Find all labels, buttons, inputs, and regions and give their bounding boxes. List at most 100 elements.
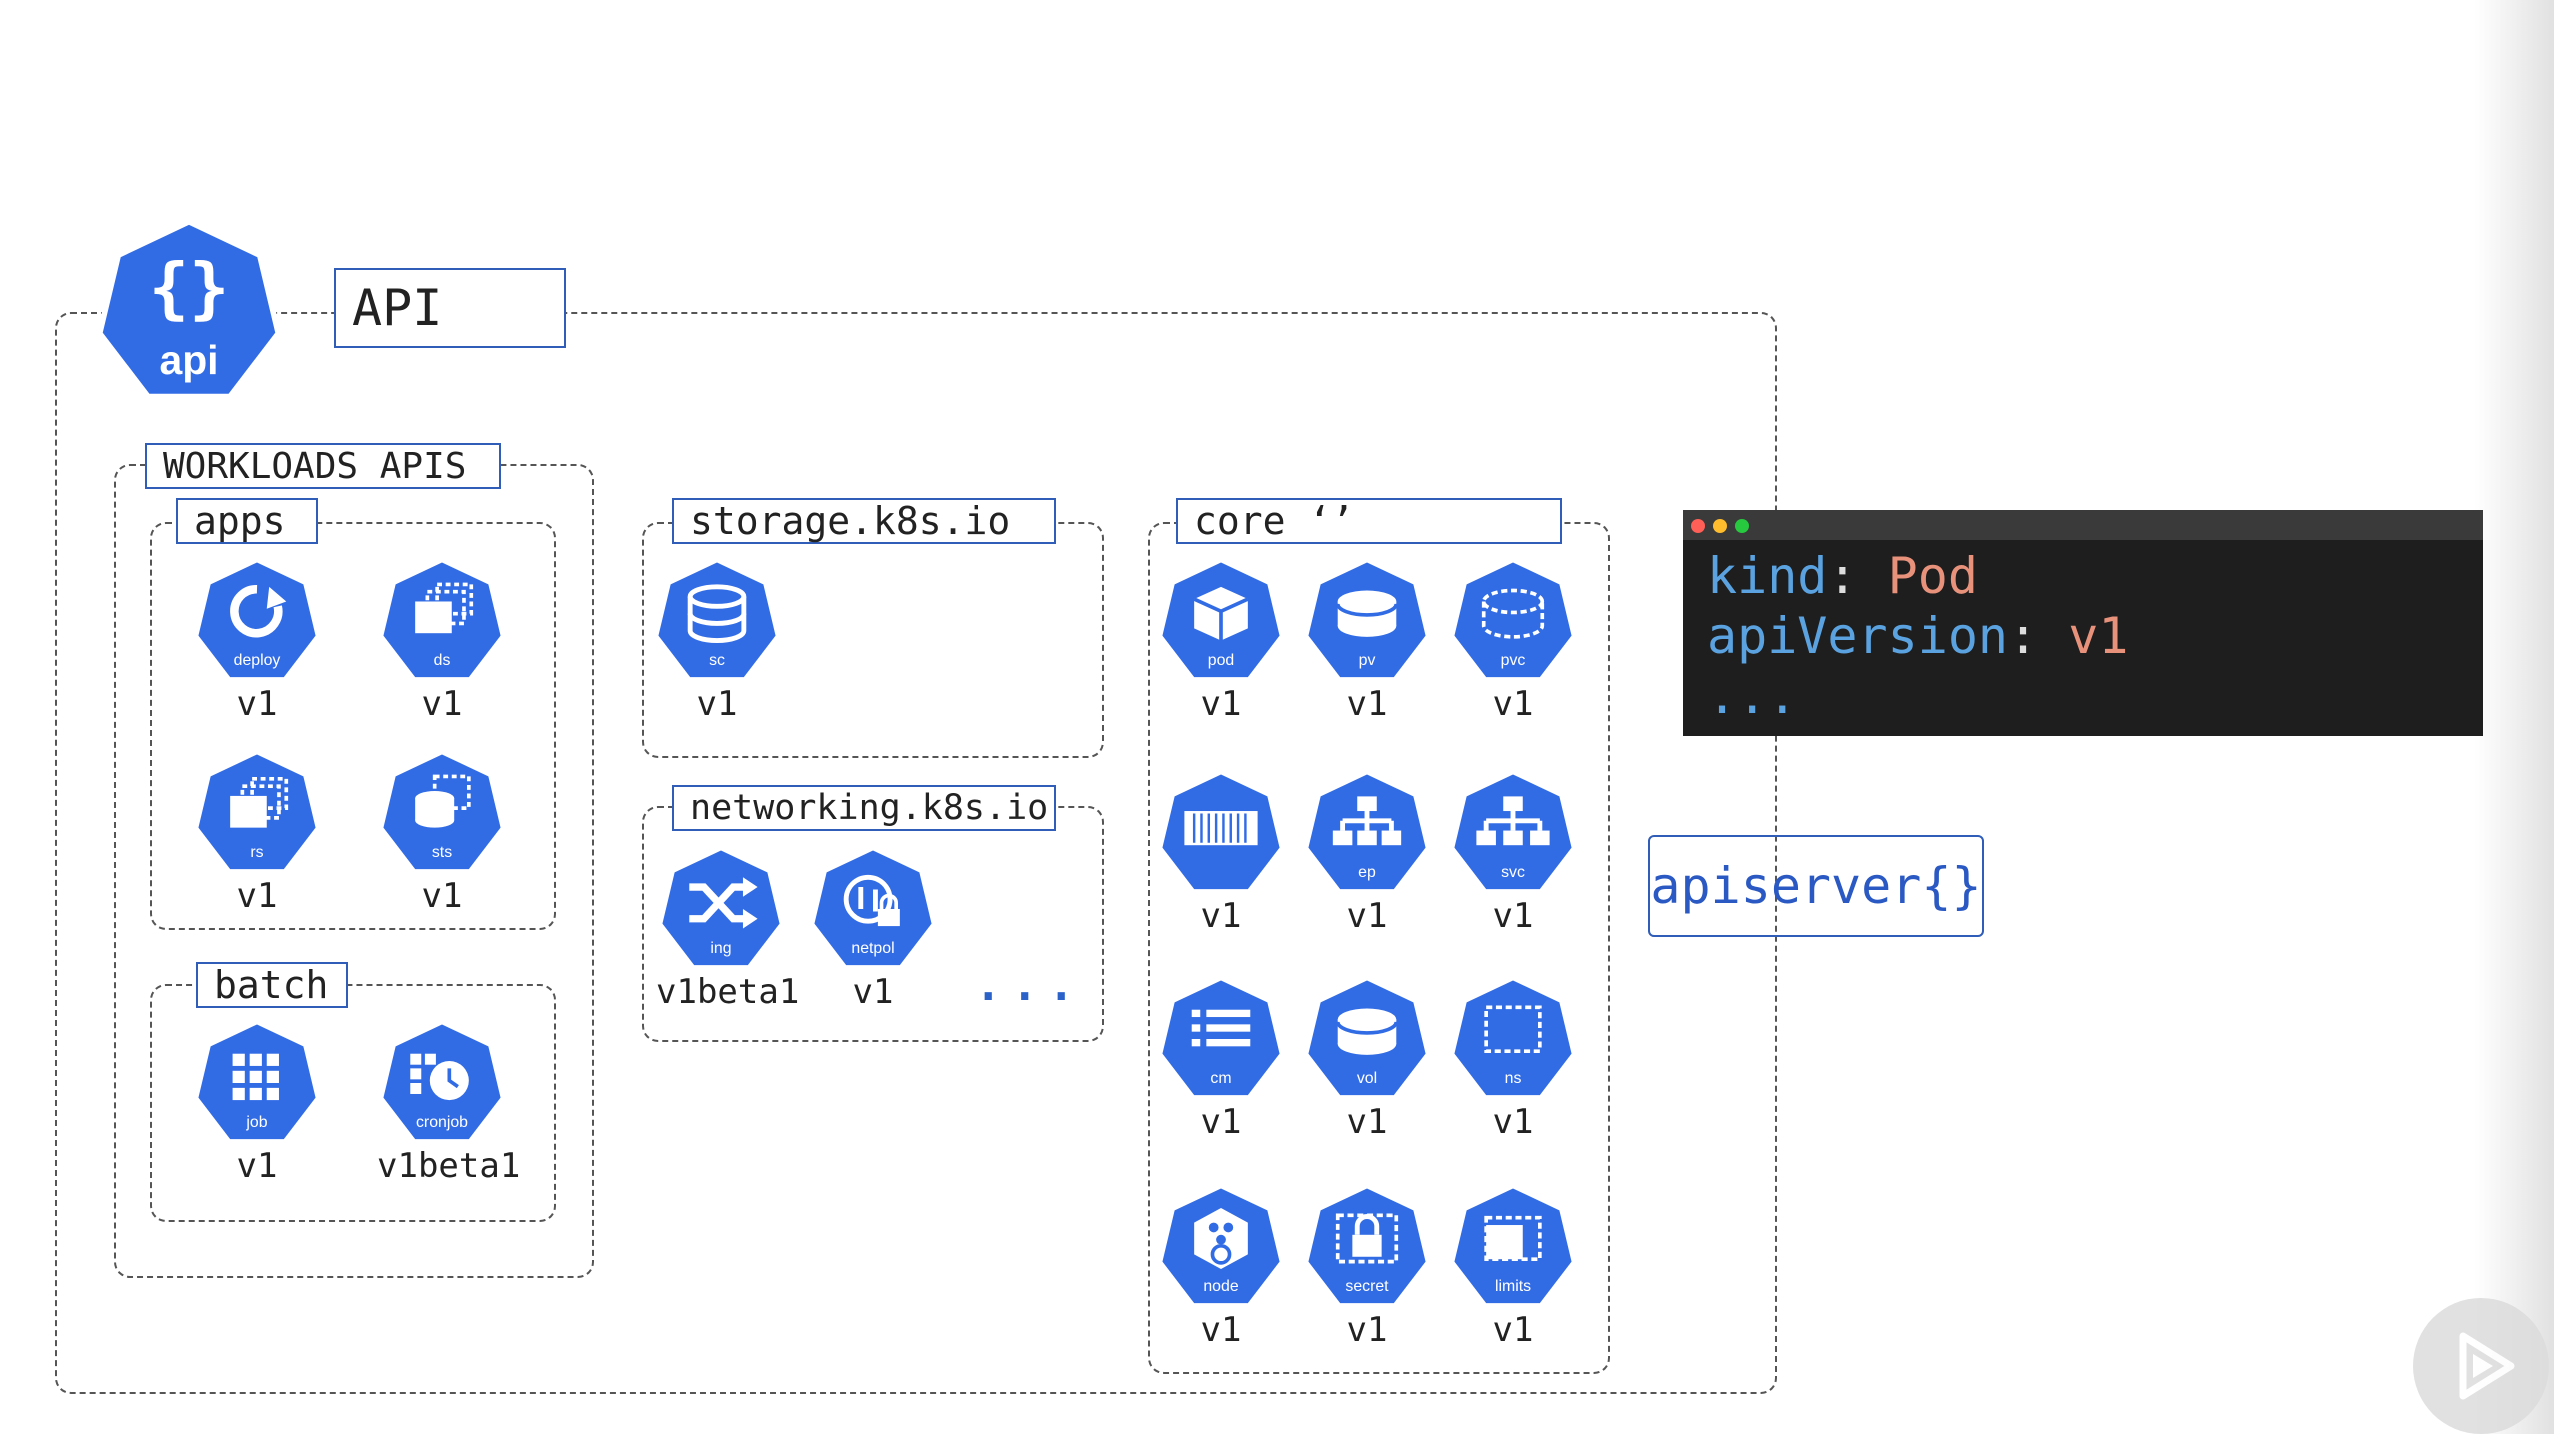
resource-version: v1beta1	[656, 972, 800, 1012]
core-item-vol: vol v1	[1302, 978, 1432, 1142]
core-item-limits: limits v1	[1448, 1186, 1578, 1350]
resource-abbr: pv	[1359, 652, 1376, 669]
networking-more: ...	[975, 960, 1085, 1011]
yaml-line-kind: kind: Pod	[1707, 547, 1978, 605]
resource-abbr: cm	[1210, 1070, 1231, 1087]
endpoints-icon: ep	[1308, 774, 1426, 890]
yaml-line-apiversion: apiVersion: v1	[1707, 607, 2129, 665]
terminal-titlebar	[1683, 510, 2483, 540]
job-icon: job	[198, 1024, 316, 1140]
resource-abbr: vol	[1357, 1070, 1377, 1087]
secret-icon: secret	[1308, 1188, 1426, 1304]
ingress-icon: ing	[662, 850, 780, 966]
resource-version: v1	[1346, 684, 1388, 724]
svg-text:{}: {}	[149, 249, 230, 327]
svg-text:api: api	[159, 337, 218, 383]
deploy-icon: deploy	[198, 562, 316, 678]
core-item-node: node v1	[1156, 1186, 1286, 1350]
apps-title: apps	[176, 498, 318, 544]
resource-version: v1	[236, 684, 278, 724]
terminal-minimize-dot	[1713, 519, 1727, 533]
networking-item-netpol: netpol v1	[808, 848, 938, 1012]
node-icon: node	[1162, 1188, 1280, 1304]
apps-group	[150, 522, 556, 930]
resource-abbr: cronjob	[416, 1114, 468, 1131]
resource-version: v1	[421, 876, 463, 916]
resource-abbr: secret	[1345, 1278, 1389, 1295]
resource-abbr: svc	[1501, 864, 1525, 881]
terminal-maximize-dot	[1735, 519, 1749, 533]
storageclass-icon: sc	[658, 562, 776, 678]
resource-version: v1beta1	[377, 1146, 521, 1186]
resource-abbr: job	[245, 1114, 267, 1131]
limitrange-icon: limits	[1454, 1188, 1572, 1304]
resource-abbr: rs	[250, 844, 263, 861]
apps-item-sts: sts v1	[377, 752, 507, 916]
terminal-body: kind: Pod apiVersion: v1 ...	[1683, 540, 2483, 726]
core-item-pvc: pvc v1	[1448, 560, 1578, 724]
api-container	[55, 312, 1777, 1394]
core-item-pv: pv v1	[1302, 560, 1432, 724]
resource-version: v1	[1492, 1310, 1534, 1350]
workloads-title: WORKLOADS APIS	[145, 443, 501, 489]
resource-version: v1	[1200, 1102, 1242, 1142]
resource-abbr: deploy	[234, 652, 281, 669]
apiserver-label: apiserver{}	[1648, 835, 1984, 937]
replicaset-icon: rs	[198, 754, 316, 870]
resource-abbr: ep	[1358, 864, 1376, 881]
batch-item-cronjob: cronjob v1beta1	[377, 1022, 521, 1186]
core-item-pod: pod v1	[1156, 560, 1286, 724]
pod-icon: pod	[1162, 562, 1280, 678]
resource-version: v1	[1200, 684, 1242, 724]
resource-abbr: netpol	[851, 940, 894, 957]
core-item-cm: cm v1	[1156, 978, 1286, 1142]
daemonset-icon: ds	[383, 562, 501, 678]
configmap-icon: cm	[1162, 980, 1280, 1096]
networking-title: networking.k8s.io	[672, 785, 1056, 831]
resource-version: v1	[1346, 1310, 1388, 1350]
apps-item-ds: ds v1	[377, 560, 507, 724]
resource-abbr: sts	[432, 844, 452, 861]
storage-title: storage.k8s.io	[672, 498, 1056, 544]
statefulset-icon: sts	[383, 754, 501, 870]
batch-group	[150, 984, 556, 1222]
resource-version: v1	[1346, 896, 1388, 936]
resource-version: v1	[696, 684, 738, 724]
right-edge-shadow	[2474, 0, 2554, 1434]
container-icon	[1162, 774, 1280, 890]
resource-abbr: limits	[1495, 1278, 1531, 1295]
resource-version: v1	[236, 876, 278, 916]
apps-item-deploy: deploy v1	[192, 560, 322, 724]
resource-abbr: ns	[1505, 1070, 1522, 1087]
resource-abbr: node	[1203, 1278, 1238, 1295]
resource-version: v1	[1492, 1102, 1534, 1142]
resource-version: v1	[1346, 1102, 1388, 1142]
resource-abbr: pvc	[1501, 652, 1526, 669]
yaml-terminal: kind: Pod apiVersion: v1 ...	[1683, 510, 2483, 736]
batch-title: batch	[196, 962, 348, 1008]
resource-abbr: ds	[434, 652, 451, 669]
api-title: API	[334, 268, 566, 348]
resource-abbr: pod	[1208, 652, 1234, 669]
networking-item-ing: ing v1beta1	[656, 848, 800, 1012]
service-icon: svc	[1454, 774, 1572, 890]
persistentvolume-icon: pv	[1308, 562, 1426, 678]
core-item-ns: ns v1	[1448, 978, 1578, 1142]
core-item-secret: secret v1	[1302, 1186, 1432, 1350]
cronjob-icon: cronjob	[383, 1024, 501, 1140]
resource-version: v1	[421, 684, 463, 724]
resource-version: v1	[1200, 896, 1242, 936]
resource-version: v1	[852, 972, 894, 1012]
namespace-icon: ns	[1454, 980, 1572, 1096]
core-title: core ‘’	[1176, 498, 1562, 544]
core-item-container: v1	[1156, 772, 1286, 936]
storage-item-sc: sc v1	[652, 560, 782, 724]
resource-abbr: sc	[709, 652, 725, 669]
resource-abbr: ing	[710, 940, 731, 957]
api-icon: {} api	[96, 218, 282, 400]
play-button[interactable]	[2413, 1298, 2549, 1434]
apps-item-rs: rs v1	[192, 752, 322, 916]
resource-version: v1	[1492, 684, 1534, 724]
resource-version: v1	[1200, 1310, 1242, 1350]
